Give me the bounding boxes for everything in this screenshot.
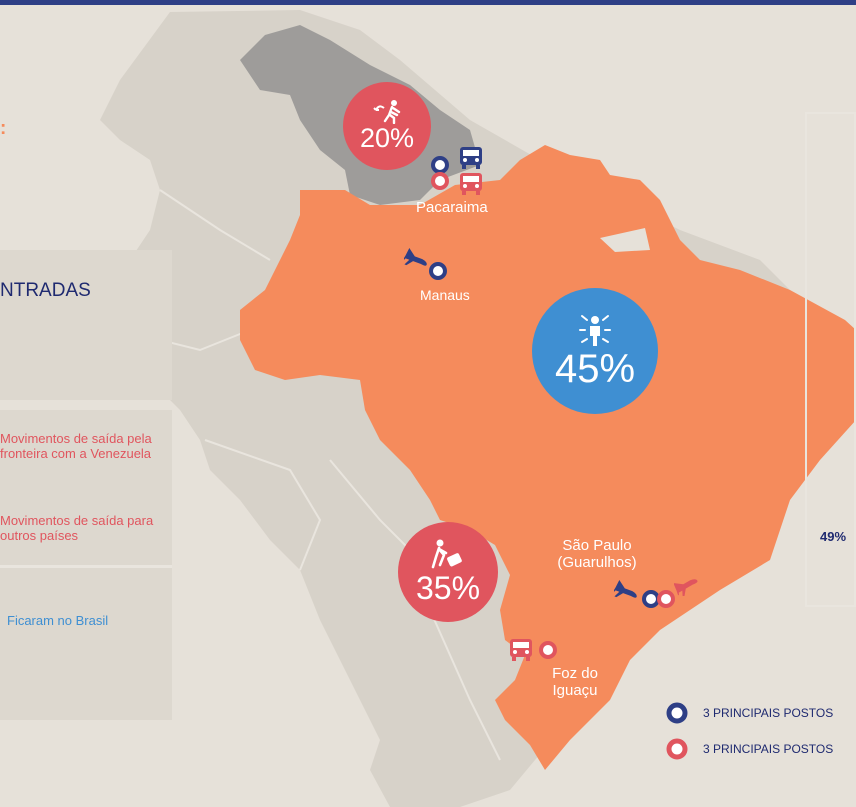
stayed-brazil-percent: 45% [554, 347, 636, 391]
city-foz-do-iguacu: Foz do Iguaçu [540, 665, 610, 699]
city-pacaraima: Pacaraima [416, 199, 488, 216]
airplane-icon [674, 579, 698, 596]
foz-exit-marker [539, 641, 557, 659]
other-exit-circle: 35% [398, 522, 498, 622]
city-sao-paulo-line2: (Guarulhos) [557, 553, 637, 571]
city-sao-paulo: São Paulo (Guarulhos) [552, 537, 642, 571]
city-foz-line1: Foz do [552, 665, 598, 682]
brazil-shape [240, 145, 856, 770]
pacaraima-exit-marker [431, 172, 449, 190]
person-running-icon [373, 100, 401, 124]
sao-paulo-exit-marker [657, 590, 675, 608]
legend-exit-venezuela: Movimentos de saída pela fronteira com a… [0, 431, 152, 461]
exit-posts-legend-marker [666, 738, 688, 760]
venezuela-exit-circle: 20% [343, 82, 431, 170]
legend-exit-other: Movimentos de saída para outros países [0, 513, 154, 543]
bus-icon [510, 639, 532, 661]
airplane-icon [404, 248, 427, 266]
city-sao-paulo-line1: São Paulo [562, 537, 632, 554]
venezuela-exit-percent: 20% [359, 123, 415, 153]
city-foz-line2: Iguaçu [552, 681, 598, 699]
header-fragment: NTRADAS [0, 280, 91, 301]
right-percent: 49% [820, 529, 847, 544]
legend-stayed: Ficaram no Brasil [7, 613, 109, 628]
legend-divider [0, 565, 172, 568]
stayed-brazil-circle: 45% [532, 288, 658, 414]
person-luggage-icon [431, 539, 462, 569]
left-header-panel [0, 250, 172, 400]
exit-posts-legend-label: 3 PRINCIPAIS POSTOS [703, 742, 834, 756]
other-exit-percent: 35% [415, 570, 481, 606]
entry-posts-legend-label: 3 PRINCIPAIS POSTOS [703, 706, 834, 720]
person-standing-icon [579, 315, 611, 346]
right-panel [805, 112, 856, 607]
top-bar [0, 0, 856, 5]
bus-icon [460, 147, 482, 169]
bus-icon [460, 173, 482, 195]
manaus-entry-marker [429, 262, 447, 280]
colon-fragment: : [0, 118, 7, 139]
city-manaus: Manaus [420, 287, 470, 303]
entry-posts-legend-marker [666, 702, 688, 724]
airplane-icon [614, 580, 637, 598]
